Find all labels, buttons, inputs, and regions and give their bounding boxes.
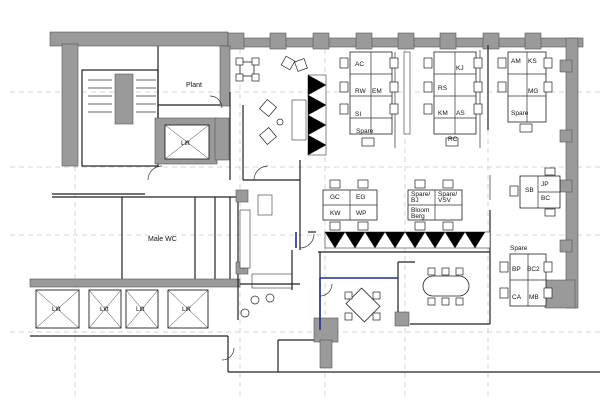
desk-label-bloom-berg: Berg [411, 213, 425, 220]
desk-cluster-f [509, 167, 561, 217]
desk-label-rw: RW [355, 88, 367, 95]
desk-label-ca: CA [512, 294, 522, 301]
desk-label-ac: AC [355, 61, 364, 68]
desk-label-gc: GC [330, 194, 340, 201]
desk-label-bc2: BC2 [527, 266, 540, 273]
desk-label-bc: BC [541, 195, 550, 202]
desk-label-jp: JP [541, 181, 549, 188]
room-label-plant: Plant [186, 82, 202, 89]
desk-label-rc: RC [448, 136, 458, 143]
desk-cluster-e [407, 179, 463, 231]
desk-cluster-g [499, 253, 553, 307]
storage-strips [307, 50, 491, 249]
desk-label-em: EM [372, 88, 382, 95]
desk-label-spare-bj: BJ [411, 197, 419, 204]
desk-label-spare: Spare [511, 110, 529, 117]
desk-label-bp: BP [512, 266, 521, 273]
desk-cluster-a [339, 51, 399, 147]
desk-label-sb: SB [525, 187, 534, 194]
meeting-furniture [344, 267, 470, 323]
kitchen-area [239, 194, 300, 318]
door-swings [147, 95, 333, 361]
desk-label-kw: KW [330, 210, 341, 217]
desk-label-ks: KS [528, 58, 537, 65]
desk-label-spare: Spare [356, 128, 374, 135]
desk-label-bloom-berg: Bloom [411, 207, 429, 214]
desk-label-spare-vsv: Spare/ [438, 191, 457, 198]
desk-label-mg: MG [528, 88, 538, 95]
lift-label: Lift [100, 306, 109, 313]
lift-label: Lift [182, 306, 191, 313]
desk-label-as: AS [456, 110, 465, 117]
desk-label-wp: WP [356, 210, 366, 217]
lounge-furniture [235, 55, 308, 145]
lift-label: Lift [52, 306, 61, 313]
desk-label-eg: EG [356, 194, 365, 201]
lift-label: Lift [181, 140, 190, 147]
desk-label-kj: KJ [456, 65, 464, 72]
desk-label-si: SI [355, 111, 361, 118]
desk-cluster-b [423, 51, 483, 147]
desk-cluster-d [322, 179, 378, 231]
desk-label-km: KM [438, 110, 448, 117]
desk-label-spare-vsv: VSV [438, 197, 452, 204]
desk-label-spare-bj: Spare/ [411, 191, 430, 198]
partitions [243, 45, 491, 330]
desk-label-mb: MB [529, 294, 539, 301]
core [81, 45, 244, 180]
room-label-male-wc: Male WC [148, 236, 177, 243]
lift-label: Lift [136, 306, 145, 313]
desk-label-rs: RS [438, 85, 448, 92]
lower-left-block [29, 189, 600, 373]
desk-cluster-c [497, 51, 553, 133]
desk-label-spare: Spare [510, 245, 528, 252]
desk-label-am: AM [511, 58, 521, 65]
